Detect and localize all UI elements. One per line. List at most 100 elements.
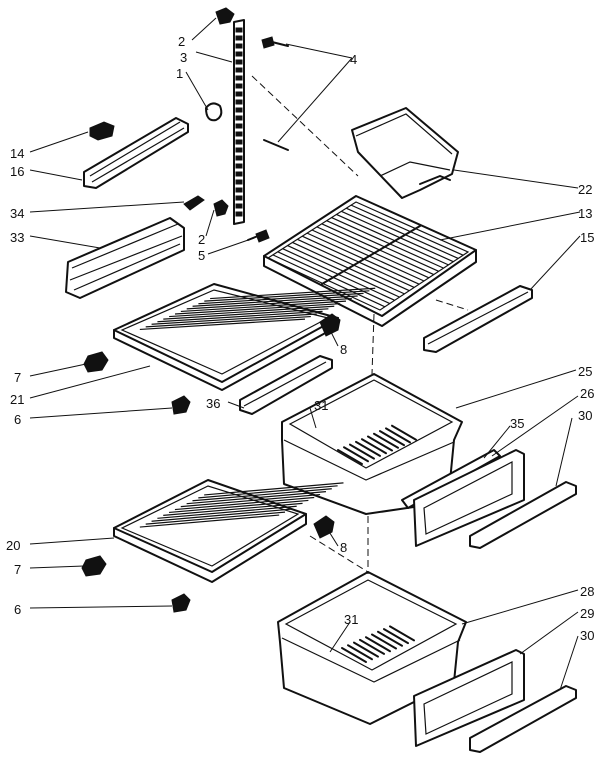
shelf-rib [139, 318, 306, 331]
pan-rib [353, 641, 379, 658]
wire-shelf-rod [331, 217, 444, 269]
shelf-rib [145, 511, 286, 525]
rail-slot [235, 155, 243, 161]
callout-6-upper: 6 [14, 412, 21, 427]
callout-15: 15 [580, 230, 594, 245]
shelf-trim-upper [83, 117, 189, 189]
shelf-rib [186, 297, 352, 310]
shelf-rib [157, 310, 323, 323]
rail-slot [235, 203, 243, 209]
storage-bin [351, 107, 459, 199]
shelf-rib [174, 496, 315, 511]
pan-rib [361, 438, 387, 455]
rail-slot [235, 115, 243, 121]
rail-slot [235, 107, 243, 113]
shelf-rib [198, 485, 338, 499]
rail-slot [235, 123, 243, 129]
shelf-fastener [183, 195, 205, 211]
rail-slot [235, 75, 243, 81]
shelf-rib [163, 308, 329, 320]
pan-rib [365, 636, 391, 653]
pan-rib [389, 625, 415, 642]
rail-slot [235, 35, 243, 41]
wire-shelf-rod [326, 220, 439, 272]
callout-7-lower: 7 [14, 562, 21, 577]
pan-rib [347, 644, 373, 661]
callout-8-lower: 8 [340, 540, 347, 555]
screw-bottom [247, 229, 270, 243]
shelf-rib [192, 295, 358, 307]
shelf-rib [151, 313, 317, 325]
callout-30-upper: 30 [578, 408, 592, 423]
pan-rib [377, 630, 403, 647]
shelf-rib [180, 493, 321, 508]
callout-3: 3 [180, 50, 187, 65]
callout-29: 29 [580, 606, 594, 621]
pan-rib [355, 440, 381, 457]
callout-25: 25 [578, 364, 592, 379]
shelf-rib [139, 514, 280, 528]
shelf-rib [204, 482, 344, 496]
callout-28: 28 [580, 584, 594, 599]
wire-shelf-rod [316, 226, 430, 279]
pan-rib [379, 430, 405, 447]
shelf-rib [180, 300, 347, 313]
callout-33: 33 [10, 230, 24, 245]
shelf-trim-right [423, 285, 533, 353]
pan-rib [341, 647, 367, 663]
pan-rib [391, 424, 417, 441]
pan-rib [343, 446, 369, 463]
shelf-rib [157, 505, 297, 519]
pan-rib [371, 633, 397, 650]
pan-rib [383, 628, 409, 645]
alignment-line-4 [435, 299, 469, 311]
callout-34: 34 [10, 206, 24, 221]
callout-22: 22 [578, 182, 592, 197]
rail-slot [235, 147, 243, 153]
rail-slot [235, 51, 243, 57]
shelf-rib [186, 491, 326, 505]
rail-slot [235, 27, 243, 33]
pan-rib [349, 443, 375, 460]
shelf-rib [169, 305, 335, 318]
rail-slot [235, 211, 243, 217]
rail-slot [235, 83, 243, 89]
alignment-line-5 [309, 535, 369, 573]
shelf-rib [145, 315, 311, 328]
alignment-line-1 [251, 75, 359, 177]
shelf-rib [169, 499, 309, 514]
rail-end-cap-top [215, 7, 235, 25]
shelf-rib [163, 502, 303, 516]
trim-clip [89, 121, 115, 141]
rail-slot [235, 139, 243, 145]
callout-6-lower: 6 [14, 602, 21, 617]
callout-31-lower: 31 [344, 612, 358, 627]
callout-1: 1 [176, 66, 183, 81]
rail-slot [235, 59, 243, 65]
glass-shelf-lower [113, 479, 344, 583]
rail-slot [235, 43, 243, 49]
shelf-rib [204, 290, 370, 302]
shelf-rib [198, 292, 364, 305]
rail-slot [235, 91, 243, 97]
shelf-edge-trim-upper [239, 355, 333, 415]
pan-rib [385, 427, 411, 444]
alignment-line-2 [371, 313, 375, 375]
callout-16: 16 [10, 164, 24, 179]
crisper-trim-lower [469, 685, 577, 753]
crisper-trim-upper [469, 481, 577, 549]
wire-shelf-rod [345, 207, 459, 259]
callout-20: 20 [6, 538, 20, 553]
spacer [205, 102, 223, 122]
rail-slot [235, 99, 243, 105]
leader-lines [29, 17, 581, 691]
callout-21: 21 [10, 392, 24, 407]
pan-rib [373, 432, 399, 449]
crisper-front-lower [413, 649, 525, 747]
callout-5: 5 [198, 248, 205, 263]
wire-shelf-rod [336, 213, 449, 266]
shelf-rib [210, 287, 376, 300]
callout-13: 13 [578, 206, 592, 221]
callout-2-bottom: 2 [198, 232, 205, 247]
